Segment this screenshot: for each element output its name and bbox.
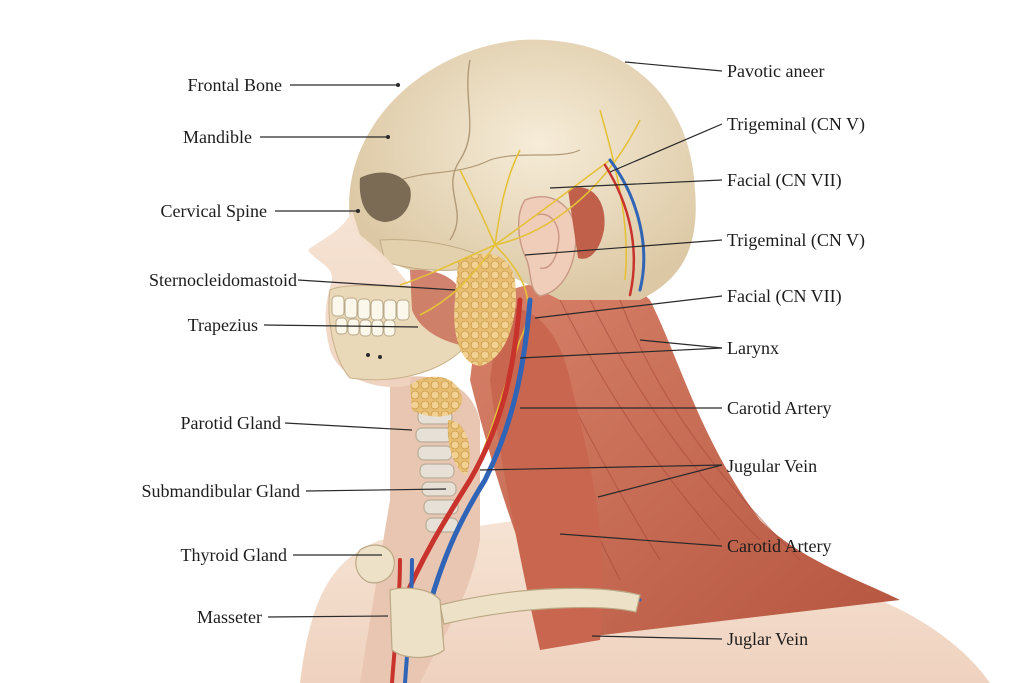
label-frontal-bone: Frontal Bone xyxy=(187,75,283,95)
label-juglar-vein: Juglar Vein xyxy=(727,629,809,649)
sternum xyxy=(389,587,445,659)
label-trigeminal-2: Trigeminal (CN V) xyxy=(727,230,866,250)
parotid-gland-shape xyxy=(454,253,516,366)
label-trigeminal-1: Trigeminal (CN V) xyxy=(727,114,866,134)
teeth xyxy=(331,295,410,337)
leader-lines-right xyxy=(479,61,723,640)
skull xyxy=(349,39,696,301)
label-facial-2: Facial (CN VII) xyxy=(727,286,842,306)
label-mandible: Mandible xyxy=(183,127,252,147)
label-pavotic-aneer: Pavotic aneer xyxy=(727,61,825,81)
label-facial-1: Facial (CN VII) xyxy=(727,170,842,190)
submandibular-gland-shape xyxy=(410,376,462,417)
label-masseter: Masseter xyxy=(197,607,262,627)
label-carotid-artery-2: Carotid Artery xyxy=(727,536,832,556)
label-larynx: Larynx xyxy=(727,338,779,358)
label-sternocleidomastoid: Sternocleidomastoid xyxy=(149,270,297,290)
clavicle xyxy=(439,587,641,625)
label-carotid-artery-1: Carotid Artery xyxy=(727,398,832,418)
thyroid-shape xyxy=(447,420,470,475)
orbit xyxy=(359,172,411,222)
label-jugular-vein: Jugular Vein xyxy=(727,456,818,476)
label-thyroid-gland: Thyroid Gland xyxy=(180,545,287,565)
leader-lines-left xyxy=(260,84,456,618)
label-trapezius: Trapezius xyxy=(187,315,258,335)
label-cervical-spine: Cervical Spine xyxy=(160,201,267,221)
label-parotid-gland: Parotid Gland xyxy=(180,413,282,433)
label-submandibular-gland: Submandibular Gland xyxy=(141,481,300,501)
leader-dots xyxy=(356,83,400,359)
